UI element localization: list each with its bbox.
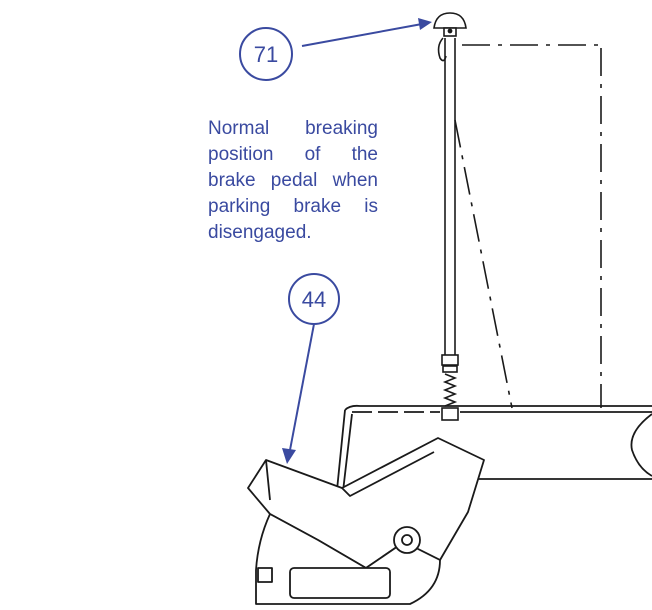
frame-left-edge	[335, 409, 353, 501]
callout-44: 44	[282, 273, 340, 464]
parking-brake-rod	[433, 12, 467, 421]
alternate-position-outline	[454, 44, 602, 409]
rod-nut-upper	[441, 354, 459, 366]
outline-diagonal	[454, 119, 513, 409]
callout-71-leader	[301, 23, 423, 47]
callout-71-arrowhead	[418, 18, 432, 30]
pedal-notch	[257, 567, 273, 583]
frame-top	[344, 404, 652, 411]
callout-71-circle	[239, 27, 293, 81]
rod-nut-lower	[442, 365, 458, 373]
pedal-arm-inner	[265, 451, 435, 501]
callout-44-label: 44	[302, 287, 326, 312]
caption-text: Normal breaking position of the brake pe…	[208, 118, 378, 243]
callout-44-arrowhead	[282, 448, 296, 464]
callout-71-label: 71	[254, 42, 278, 67]
callout-44-leader	[289, 323, 315, 451]
frame	[335, 404, 652, 501]
callout-71: 71	[239, 18, 432, 81]
spring	[442, 373, 458, 407]
pedal-pad-slot	[289, 567, 391, 599]
pivot-inner	[401, 534, 413, 546]
knob	[433, 12, 467, 29]
brake-pedal	[247, 437, 485, 605]
frame-break	[630, 413, 652, 477]
callout-44-circle	[288, 273, 340, 325]
rod-nut-bottom	[441, 407, 459, 421]
knob-pin	[447, 28, 453, 34]
